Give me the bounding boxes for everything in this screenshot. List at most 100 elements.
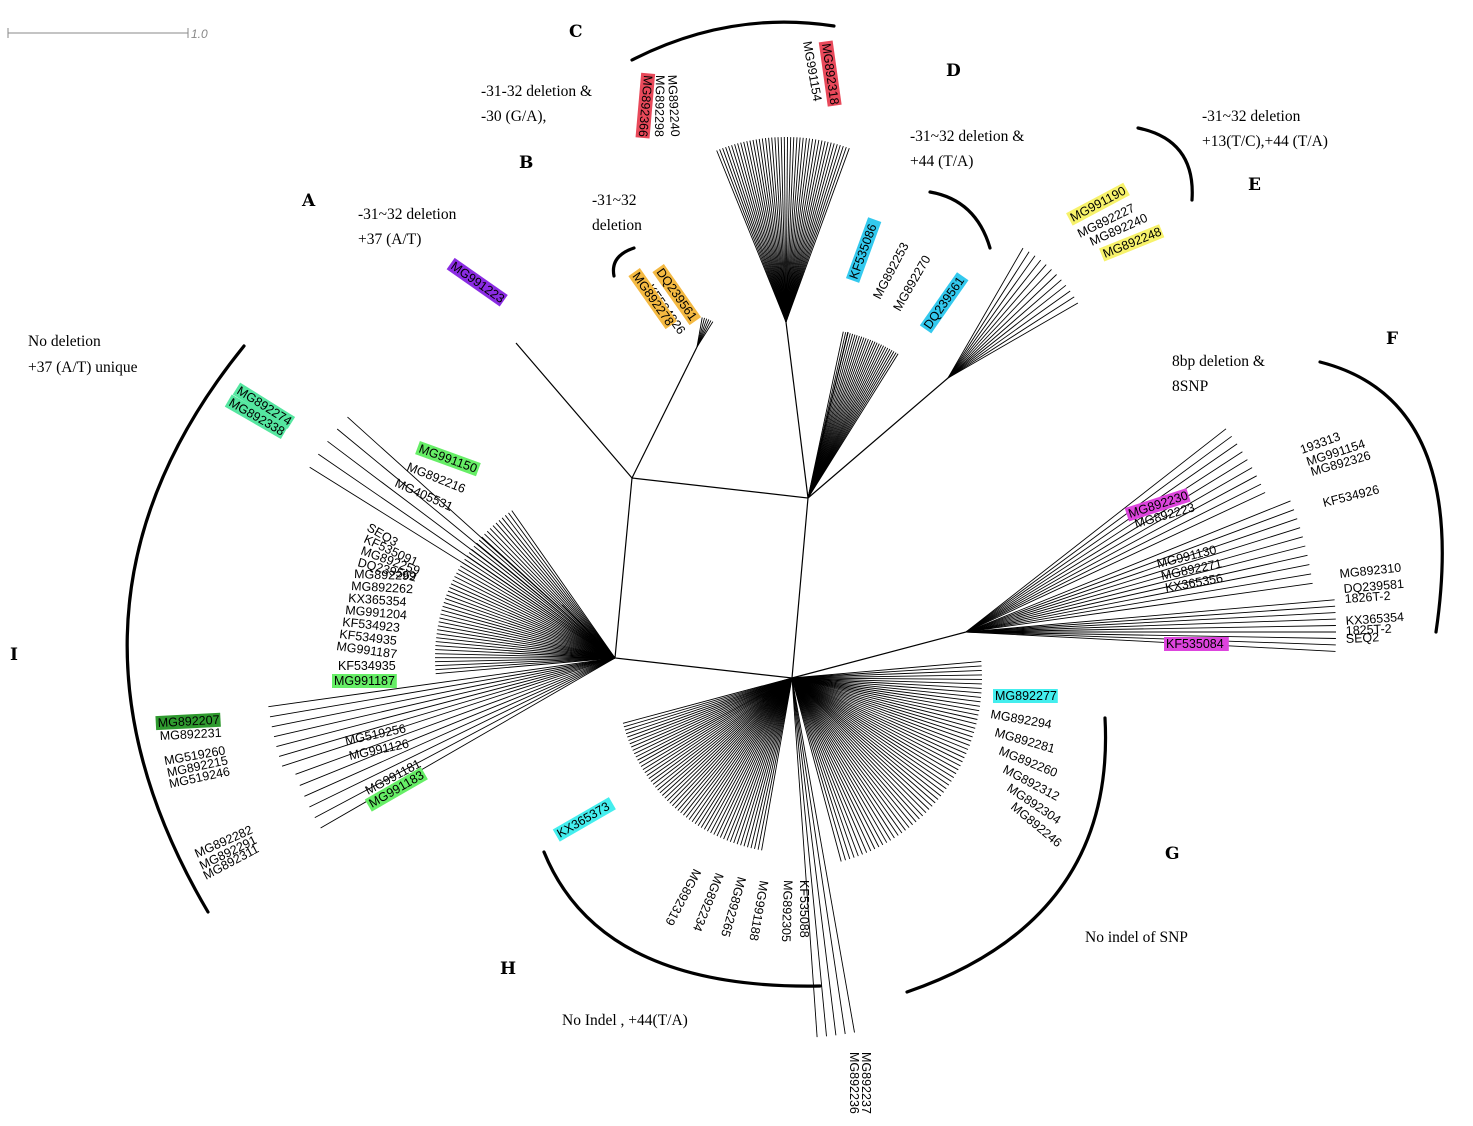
leaf-label: MG892240 — [665, 74, 682, 137]
branch-line — [791, 677, 842, 862]
leaf-label: MG892207 — [155, 712, 221, 731]
branch-line — [631, 677, 793, 748]
leaf-highlight — [364, 767, 428, 812]
branch-line — [785, 141, 826, 323]
branch-line — [965, 428, 1227, 633]
branch-line — [947, 247, 1024, 379]
branch-line — [278, 657, 616, 757]
fan-I-main — [434, 510, 616, 675]
branch-line — [791, 677, 965, 759]
branch-line — [791, 677, 891, 841]
annotation-C-line2: -30 (G/A), — [481, 108, 546, 125]
branch-line — [464, 558, 616, 659]
branch-line — [749, 140, 787, 323]
branch-line — [791, 677, 846, 861]
leaf-label: SEQ2 — [1345, 630, 1379, 646]
leaf-text: MG892277 — [995, 689, 1057, 703]
annotation-B-line1: -31~32 — [592, 192, 637, 209]
branch-line — [791, 677, 913, 826]
branch-line — [965, 509, 1295, 633]
fan-F-low — [965, 599, 1336, 652]
leaf-highlight — [919, 272, 969, 334]
leaf-label: KX365354 — [348, 591, 407, 609]
branch-line — [446, 594, 616, 659]
fan-I-upper — [309, 416, 616, 659]
branch-line — [791, 677, 855, 1033]
branch-line — [765, 138, 787, 323]
leaf-text: MG892298 — [652, 75, 667, 137]
branch-line — [791, 677, 936, 804]
leaf-label: MG892310 — [1339, 561, 1402, 581]
branch-line — [791, 677, 944, 793]
branch-line — [273, 657, 616, 738]
leaf-label: KF535088 — [797, 880, 811, 938]
fan-H — [622, 677, 793, 851]
branch-line — [674, 677, 793, 809]
branch-line — [780, 137, 787, 323]
group-label-G: G — [1165, 844, 1180, 864]
annotation-D-line1: -31~32 deletion & — [910, 128, 1024, 145]
branch-line — [947, 269, 1052, 379]
leaf-text: SEQ2 — [1345, 630, 1379, 646]
branch-line — [646, 677, 793, 776]
branch-line — [791, 677, 927, 814]
branch-line — [791, 660, 982, 679]
leaf-label: KF534935 — [339, 627, 398, 648]
branch-line — [947, 302, 1079, 379]
branch-line — [484, 533, 616, 659]
branch-line — [443, 601, 616, 659]
branch-line — [785, 137, 804, 323]
branch-line — [700, 677, 793, 828]
branch-line — [436, 637, 616, 659]
annotation-I-line1: No deletion — [28, 333, 101, 350]
fan-I-low1 — [268, 657, 616, 767]
branch-line — [659, 677, 793, 794]
fan-D — [807, 331, 899, 499]
branch-line — [441, 609, 616, 659]
leaf-label: MG892305 — [779, 880, 795, 942]
leaf-text: KX365354 — [348, 591, 407, 609]
branch-line — [652, 677, 793, 785]
branch-line — [625, 677, 793, 735]
annotation-I-line2: +37 (A/T) unique — [28, 359, 138, 376]
branch-line — [771, 137, 787, 323]
branch-line — [791, 665, 982, 679]
leaf-label: KF534935 — [338, 659, 396, 673]
branch-line — [758, 138, 787, 323]
branch-line — [473, 545, 616, 659]
leaf-highlight — [552, 797, 616, 842]
branch-line — [449, 586, 616, 659]
branch-line — [460, 565, 616, 659]
tree-backbone — [515, 321, 967, 679]
branch-line — [965, 467, 1253, 633]
branch-line — [726, 677, 793, 841]
branch-line — [807, 353, 899, 499]
branch-line — [774, 137, 787, 323]
branch-line — [716, 150, 787, 323]
branch-line — [791, 677, 899, 836]
branch-line — [791, 677, 975, 734]
branch-line — [947, 284, 1067, 379]
branch-line — [791, 677, 979, 716]
leaf-highlight — [232, 382, 296, 429]
branch-line — [710, 677, 793, 834]
branch-line — [661, 677, 793, 796]
scale-bar-label: 1.0 — [191, 27, 208, 41]
branch-line — [740, 142, 787, 323]
branch-line — [785, 139, 817, 323]
branch-line — [268, 657, 616, 708]
annotation-F-line2: 8SNP — [1172, 378, 1208, 395]
branch-line — [435, 653, 616, 659]
bracket-B — [611, 246, 636, 278]
branch-line — [740, 677, 793, 846]
branch-line — [965, 599, 1335, 633]
fan-E — [947, 247, 1079, 379]
branch-line — [501, 517, 616, 659]
branch-line — [947, 264, 1047, 379]
bracket-I — [125, 344, 246, 914]
branch-line — [791, 677, 924, 817]
group-label-H: H — [500, 959, 516, 979]
branch-line — [791, 677, 930, 810]
branch-line — [437, 625, 616, 659]
